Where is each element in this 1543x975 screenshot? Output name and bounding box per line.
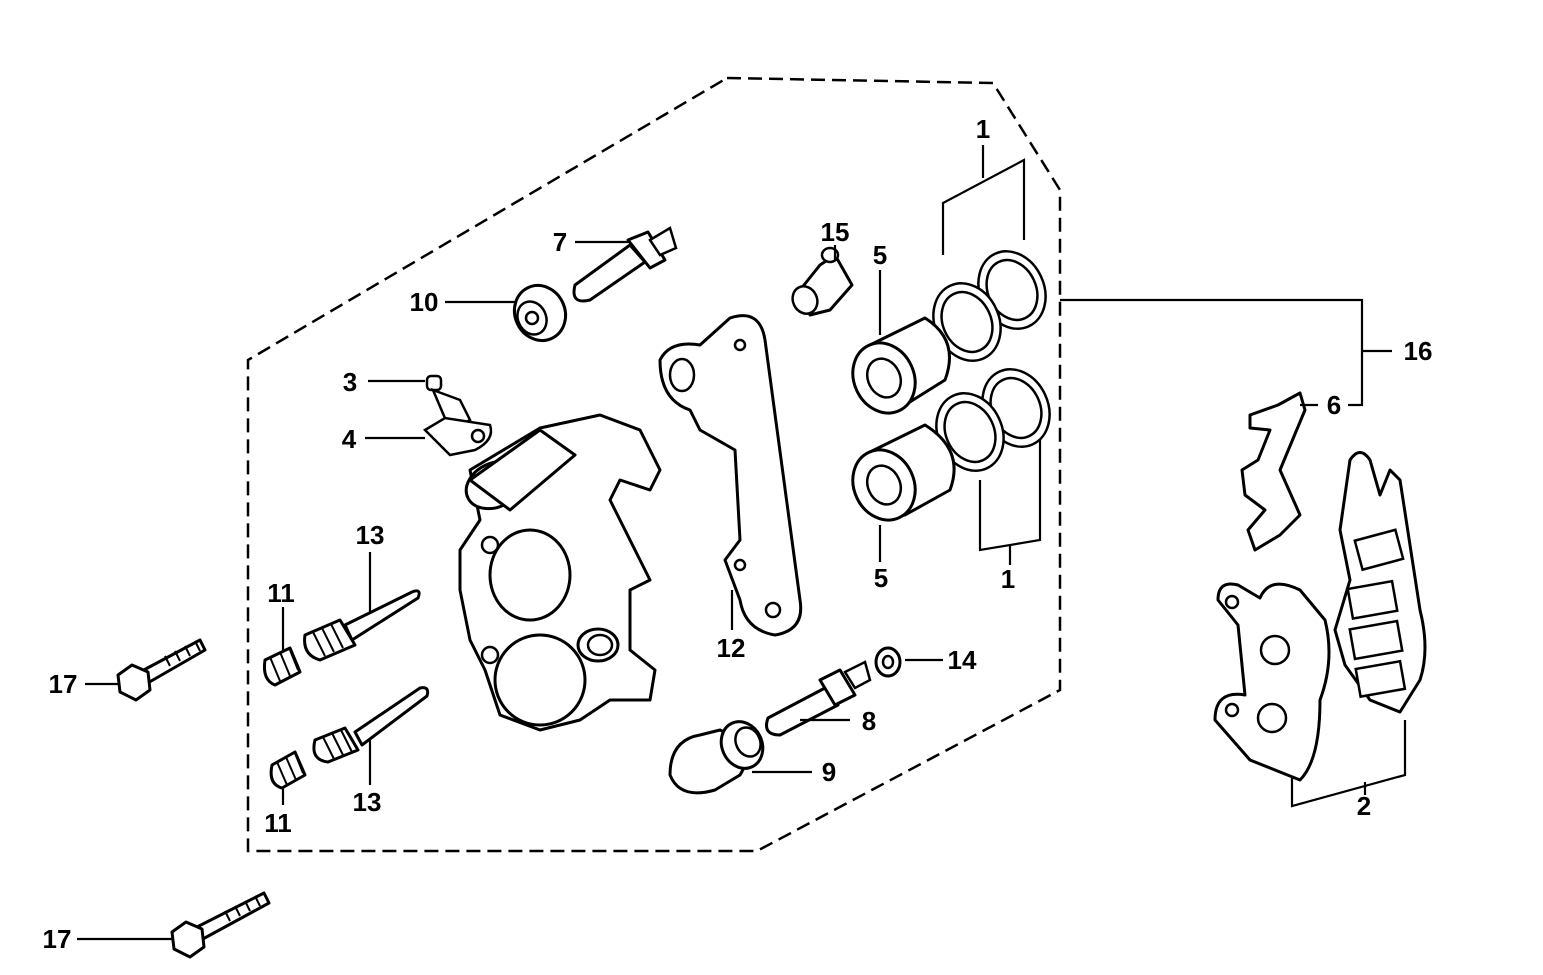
brake-pad-right xyxy=(1333,451,1427,714)
plug-11-bottom xyxy=(269,750,307,790)
mounting-bolt-17-top xyxy=(116,638,207,702)
slide-pin-7 xyxy=(572,226,678,303)
nut-10 xyxy=(512,284,568,342)
label-17-bottom: 17 xyxy=(43,924,72,954)
label-16: 16 xyxy=(1404,336,1433,366)
assembly-boundary xyxy=(246,76,1062,853)
label-9: 9 xyxy=(822,757,836,787)
pad-pin-13-top xyxy=(303,589,421,662)
piston-seal-rings xyxy=(932,250,1051,472)
caliper-body xyxy=(458,413,662,732)
pistons xyxy=(851,316,956,522)
label-11-top: 11 xyxy=(267,578,295,608)
boot-15 xyxy=(791,246,854,317)
label-13-top: 13 xyxy=(356,520,385,550)
label-8: 8 xyxy=(862,706,876,736)
group-16-bracket xyxy=(1060,298,1364,407)
label-11-bottom: 11 xyxy=(264,808,292,838)
brake-pad-left xyxy=(1213,582,1331,782)
caliper-bolt-9 xyxy=(668,720,765,795)
seals-top-bracket xyxy=(941,158,1026,255)
label-1-bottom: 1 xyxy=(1001,564,1015,594)
label-5-top: 5 xyxy=(873,240,887,270)
label-7: 7 xyxy=(553,227,567,257)
label-10: 10 xyxy=(410,287,439,317)
mounting-bolt-17-bottom xyxy=(170,891,271,959)
pads-bracket xyxy=(1290,720,1407,808)
label-5-bottom: 5 xyxy=(874,563,888,593)
washer-14 xyxy=(874,646,902,678)
slide-pin-8 xyxy=(765,660,872,737)
label-14: 14 xyxy=(948,645,977,675)
plug-11-top xyxy=(263,646,302,687)
label-6: 6 xyxy=(1327,390,1341,420)
label-13-bottom: 13 xyxy=(353,787,382,817)
label-4: 4 xyxy=(342,424,357,454)
label-2: 2 xyxy=(1357,791,1371,821)
caliper-bracket xyxy=(658,314,803,637)
label-15: 15 xyxy=(821,217,850,247)
label-3: 3 xyxy=(343,367,357,397)
part-callout-labels: 1 1 2 3 4 5 5 6 7 8 9 10 11 11 12 13 13 … xyxy=(43,114,1433,954)
label-12: 12 xyxy=(717,633,746,663)
label-17-top: 17 xyxy=(49,669,78,699)
pad-pin-13-bottom xyxy=(312,686,430,764)
label-1-top: 1 xyxy=(976,114,990,144)
pad-spring-clip xyxy=(1240,391,1307,552)
bleeder-screw xyxy=(422,374,493,457)
